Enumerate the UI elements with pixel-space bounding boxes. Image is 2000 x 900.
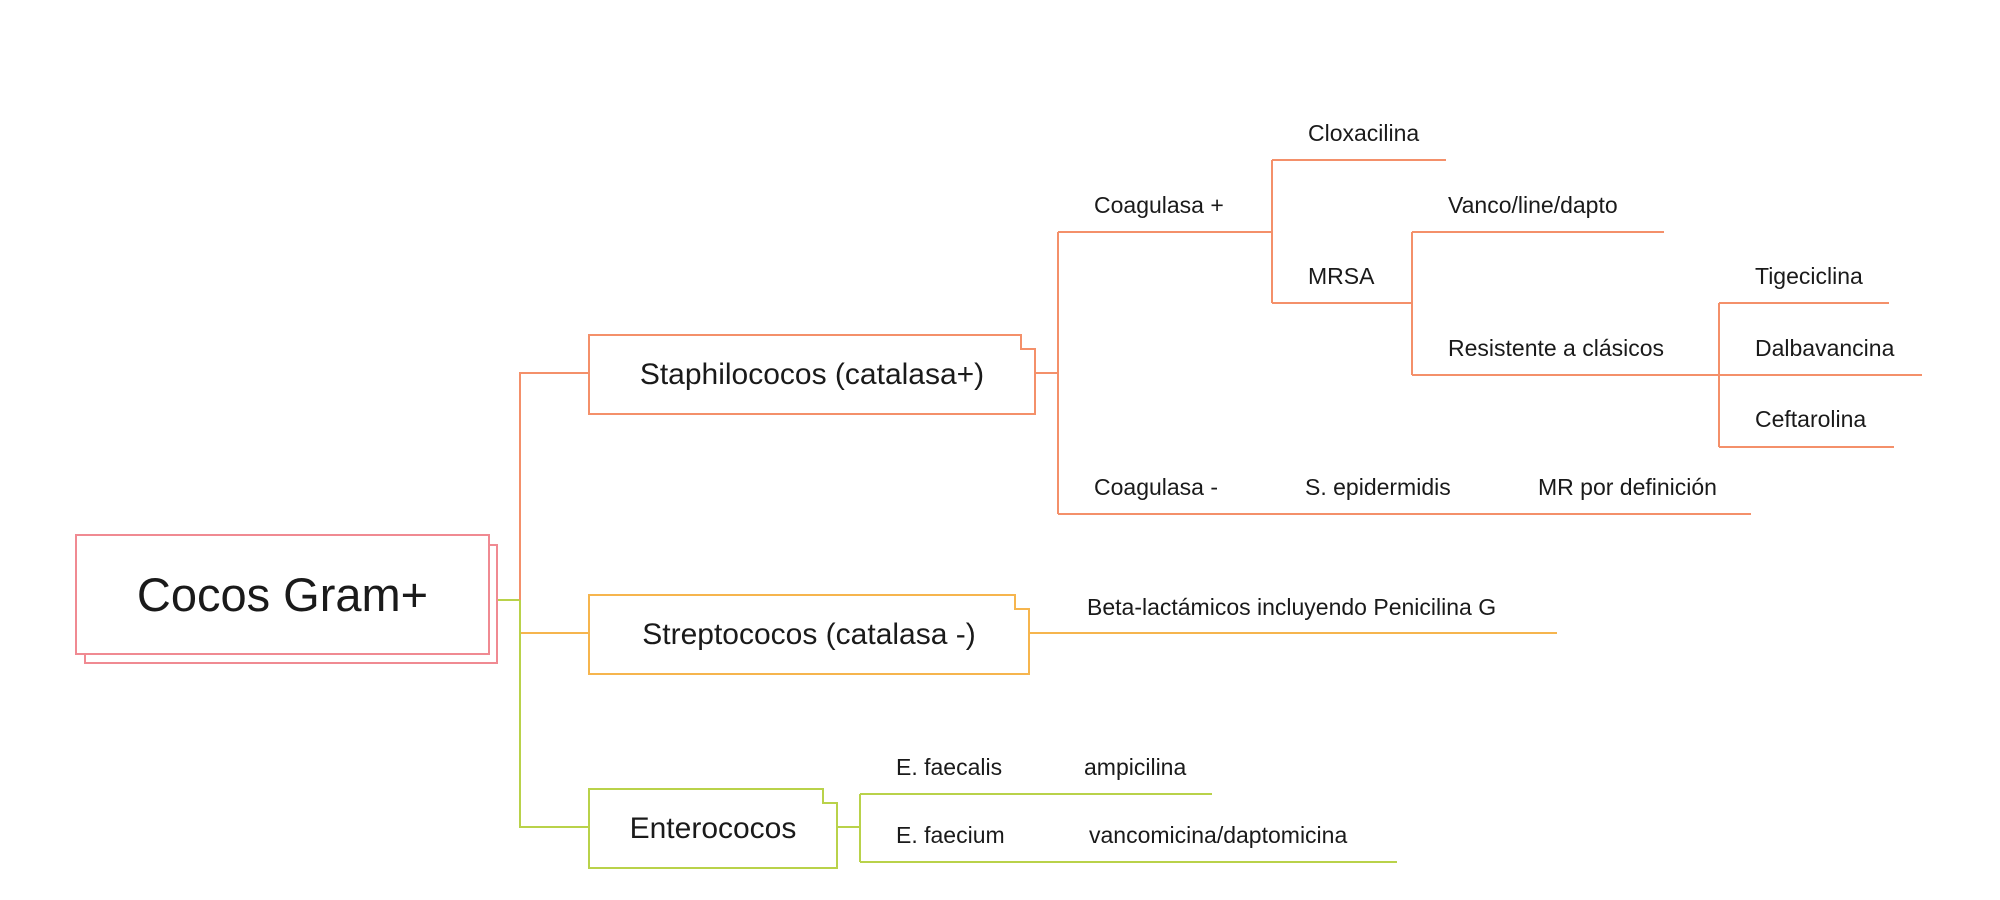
strep-treatment-label[interactable]: Beta-lactámicos incluyendo Penicilina G (1087, 594, 1497, 620)
strep-node[interactable]: Streptococos (catalasa -) (588, 594, 1030, 675)
coag-pos-label[interactable]: Coagulasa + (1094, 192, 1224, 218)
note-fold-icon (1014, 594, 1030, 610)
root-label: Cocos Gram+ (136, 568, 429, 621)
faecium-label[interactable]: E. faecium (896, 822, 1005, 848)
staph-label: Staphilococos (catalasa+) (639, 357, 985, 391)
staph-node[interactable]: Staphilococos (catalasa+) (588, 334, 1036, 415)
note-fold-icon (822, 788, 838, 804)
root-node[interactable]: Cocos Gram+ (75, 534, 490, 655)
epidermidis-label[interactable]: S. epidermidis (1305, 474, 1451, 500)
connector-entero-children (837, 794, 861, 862)
entero-node[interactable]: Enterococos (588, 788, 838, 869)
vanco-label[interactable]: Vanco/line/dapto (1448, 192, 1618, 218)
resistente-label[interactable]: Resistente a clásicos (1448, 335, 1665, 361)
mrsa-label[interactable]: MRSA (1308, 263, 1375, 289)
dalbavancina-label[interactable]: Dalbavancina (1755, 335, 1895, 361)
connector-staph (519, 372, 590, 600)
faecalis-label[interactable]: E. faecalis (896, 754, 1003, 780)
vanco-dapto-label[interactable]: vancomicina/daptomicina (1089, 822, 1348, 848)
connector-staph-children (1035, 232, 1059, 514)
note-fold-icon (1020, 334, 1036, 350)
ampicilina-label[interactable]: ampicilina (1084, 754, 1187, 780)
mr-definicion-label[interactable]: MR por definición (1538, 474, 1717, 500)
coag-neg-label[interactable]: Coagulasa - (1094, 474, 1219, 500)
connector-entero (519, 600, 590, 828)
strep-label: Streptococos (catalasa -) (642, 617, 976, 651)
ceftarolina-label[interactable]: Ceftarolina (1755, 406, 1867, 432)
tigeciclina-label[interactable]: Tigeciclina (1755, 263, 1863, 289)
entero-label: Enterococos (629, 811, 797, 845)
cloxacilina-label[interactable]: Cloxacilina (1308, 120, 1420, 146)
